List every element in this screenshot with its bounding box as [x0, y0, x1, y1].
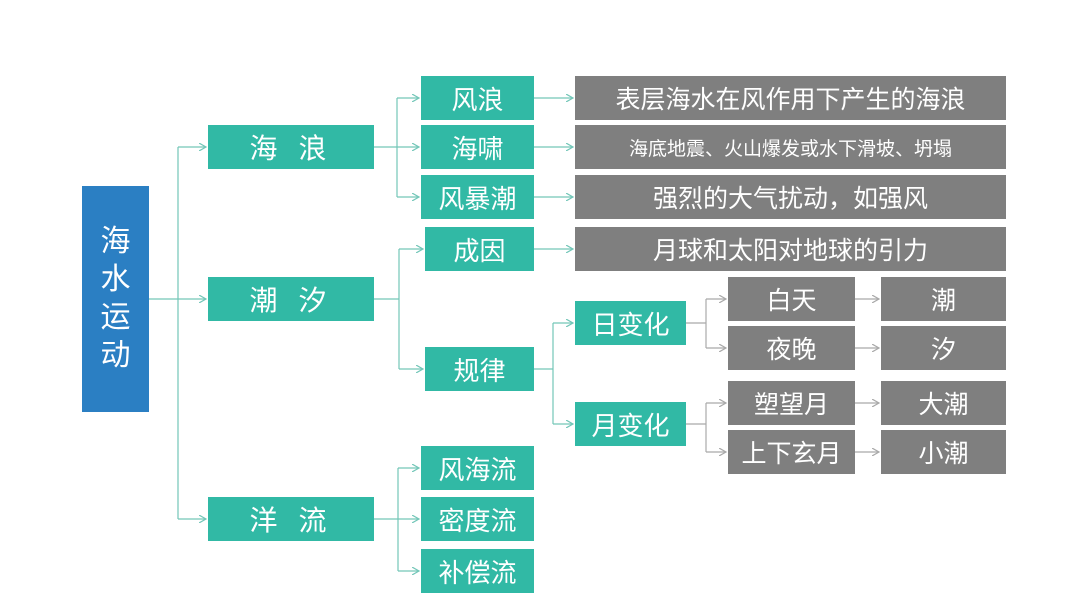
root-char: 海 [100, 224, 131, 259]
cell-tide-day: 潮 [881, 277, 1006, 321]
node-density-current: 密度流 [421, 497, 534, 541]
node-pattern: 规律 [425, 347, 534, 391]
root-char: 运 [100, 300, 131, 335]
node-wind-wave: 风浪 [421, 76, 534, 120]
desc-tsunami: 海底地震、火山爆发或水下滑坡、坍塌 [575, 125, 1006, 169]
cell-quadrature: 上下玄月 [728, 430, 855, 474]
node-compensation-current: 补偿流 [421, 549, 534, 593]
cell-daytime: 白天 [728, 277, 855, 321]
desc-wind-wave: 表层海水在风作用下产生的海浪 [575, 76, 1006, 120]
node-currents: 洋 流 [208, 497, 374, 541]
node-storm-surge: 风暴潮 [421, 175, 534, 219]
desc-storm-surge: 强烈的大气扰动，如强风 [575, 175, 1006, 219]
cell-tide-night: 汐 [881, 326, 1006, 370]
root-char: 水 [100, 262, 131, 297]
cell-night: 夜晚 [728, 326, 855, 370]
cell-neap-tide: 小潮 [881, 430, 1006, 474]
node-monthly-change: 月变化 [575, 402, 686, 446]
node-tides: 潮 汐 [208, 277, 374, 321]
node-tsunami: 海啸 [421, 125, 534, 169]
cell-spring-tide: 大潮 [881, 381, 1006, 425]
root-char: 动 [100, 338, 131, 373]
root-node: 海 水 运 动 [82, 186, 149, 412]
node-daily-change: 日变化 [575, 301, 686, 345]
desc-cause: 月球和太阳对地球的引力 [575, 227, 1006, 271]
node-waves: 海 浪 [208, 125, 374, 169]
cell-syzygy: 塑望月 [728, 381, 855, 425]
node-wind-current: 风海流 [421, 446, 534, 490]
node-cause: 成因 [425, 227, 534, 271]
